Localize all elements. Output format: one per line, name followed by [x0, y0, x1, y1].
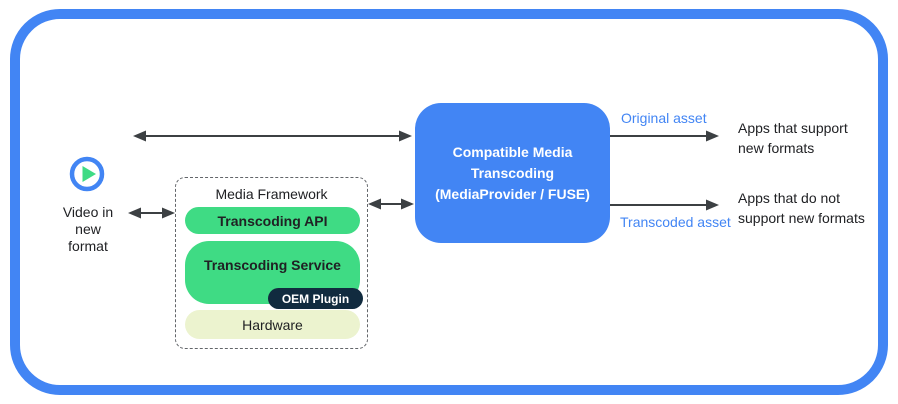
apps-support-new-formats-text: Apps that support new formats [738, 120, 848, 156]
media-framework-box: Media Framework Transcoding API Transcod… [175, 177, 368, 349]
transcoding-api-pill: Transcoding API [185, 207, 360, 234]
media-framework-title: Media Framework [215, 186, 328, 202]
video-input-label: Video in new format [62, 204, 114, 254]
transcoded-asset-label: Transcoded asset [620, 214, 731, 230]
apps-not-support-new-formats-text: Apps that do not support new formats [738, 190, 865, 226]
play-icon [69, 156, 105, 192]
original-asset-label: Original asset [621, 110, 707, 126]
compatible-media-transcoding-box: Compatible Media Transcoding (MediaProvi… [415, 103, 610, 243]
oem-plugin-pill: OEM Plugin [268, 288, 363, 309]
outer-frame [10, 9, 888, 395]
hardware-pill: Hardware [185, 310, 360, 339]
